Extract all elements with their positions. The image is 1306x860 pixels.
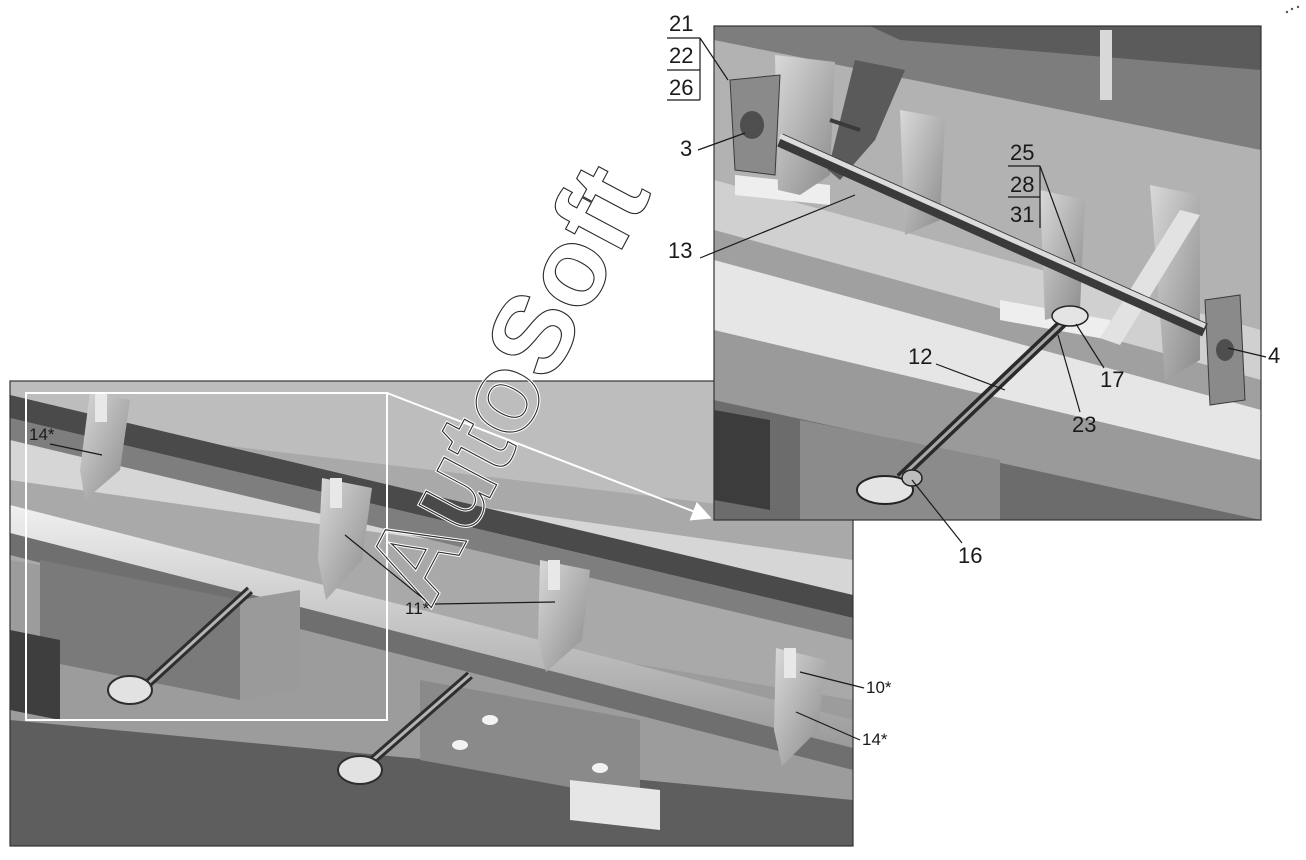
label-13: 13 xyxy=(668,238,692,263)
detail-inset xyxy=(714,26,1261,520)
label-11: 11* xyxy=(405,599,430,618)
label-23: 23 xyxy=(1072,412,1096,437)
label-10: 10* xyxy=(866,678,892,697)
label-14-right: 14* xyxy=(862,730,888,749)
label-16: 16 xyxy=(958,543,982,568)
label-17: 17 xyxy=(1100,367,1124,392)
hook-mid-left xyxy=(318,478,372,600)
hook-right xyxy=(774,648,826,766)
callouts-main: 14* 11* 10* 14* xyxy=(29,425,892,749)
main-view xyxy=(10,381,853,846)
hook-mid-right xyxy=(538,560,590,672)
label-3: 3 xyxy=(680,136,692,161)
hook-left xyxy=(80,392,130,500)
callouts-inset: 21 22 26 3 13 25 28 31 4 12 17 23 16 xyxy=(667,11,1280,568)
label-4: 4 xyxy=(1268,343,1280,368)
label-25: 25 xyxy=(1010,140,1034,165)
label-21: 21 xyxy=(669,11,693,36)
label-14-left: 14* xyxy=(29,425,55,444)
label-12: 12 xyxy=(908,344,932,369)
label-31: 31 xyxy=(1010,202,1034,227)
corner-mark-icon xyxy=(1285,5,1300,14)
label-22: 22 xyxy=(669,43,693,68)
label-28: 28 xyxy=(1010,172,1034,197)
label-26: 26 xyxy=(669,75,693,100)
